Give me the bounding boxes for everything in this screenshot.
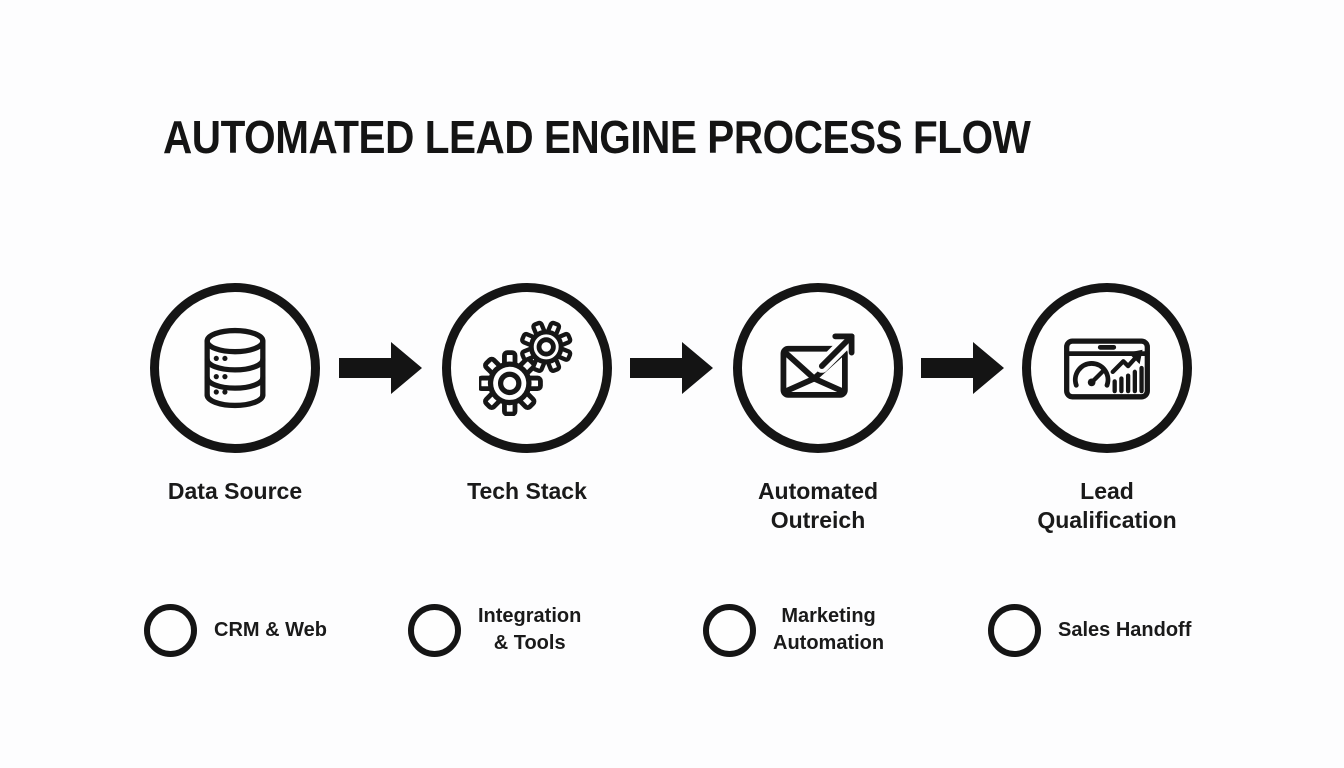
legend-item-crm-web: CRM & Web [144, 602, 327, 658]
database-icon [204, 327, 266, 409]
dashboard-gauge-icon [1064, 338, 1150, 400]
stage-node-lead-qualification [1022, 283, 1192, 453]
stage-label: Data Source [167, 478, 303, 504]
legend-label: Sales Handoff [1058, 618, 1192, 641]
legend-circle-icon [703, 603, 756, 657]
stage-node-tech-stack [442, 283, 612, 453]
flow-arrow-icon [630, 342, 713, 394]
legend-label: Integration & Tools [478, 605, 582, 654]
legend-item-marketing-automation: Marketing Automation [703, 602, 884, 658]
legend-item-sales-handoff: Sales Handoff [988, 602, 1191, 658]
email-send-icon [780, 329, 859, 398]
stage-node-automated-outreach [733, 283, 903, 453]
stage-label: Automated Outreich [757, 478, 879, 533]
stage-node-data-source [150, 283, 320, 453]
diagram-title: AUTOMATED LEAD ENGINE PROCESS FLOW [163, 111, 1031, 163]
legend-circle-icon [988, 603, 1041, 657]
legend-circle-icon [408, 603, 461, 657]
legend-label: Marketing Automation [773, 605, 885, 654]
stage-label: Lead Qualification [1037, 478, 1177, 533]
flow-arrow-icon [339, 342, 422, 394]
legend-item-integration-tools: Integration & Tools [408, 602, 581, 658]
stage-label: Tech Stack [467, 478, 587, 504]
gears-icon [479, 320, 573, 416]
legend-circle-icon [144, 603, 197, 657]
flow-arrow-icon [921, 342, 1004, 394]
legend-label: CRM & Web [214, 618, 327, 641]
